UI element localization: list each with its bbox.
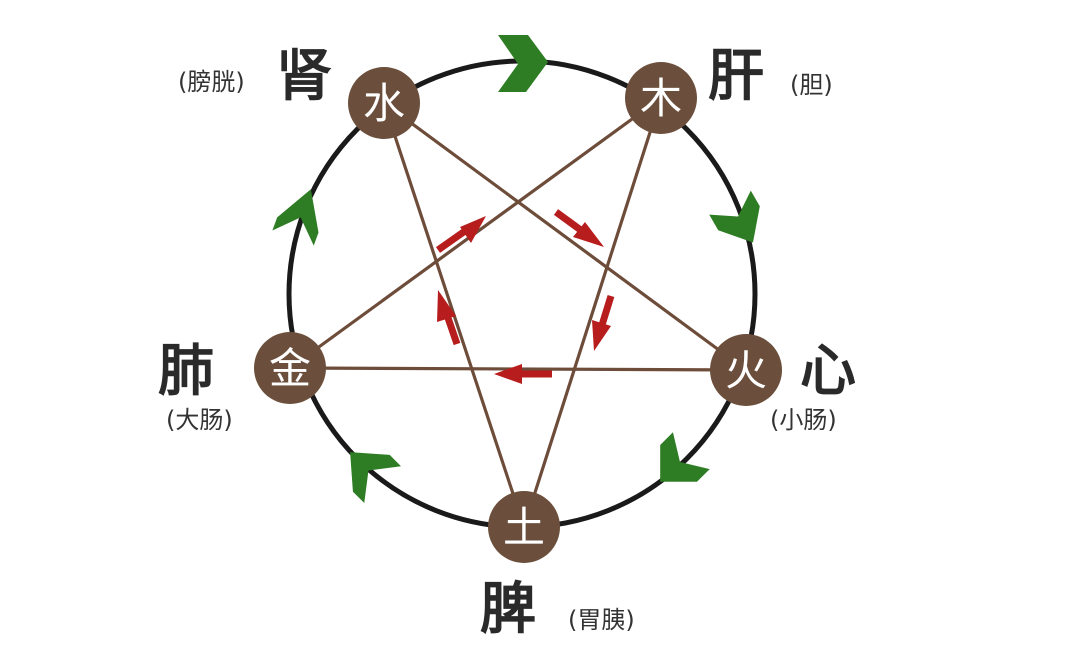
node-water-glyph: 水	[363, 79, 405, 128]
node-fire-glyph: 火	[725, 346, 767, 395]
organ-label-lung: 肺	[158, 338, 214, 404]
green-chevron-water-to-wood	[498, 35, 548, 92]
node-metal-glyph: 金	[269, 344, 311, 393]
red-arrow-earth-to-water	[437, 290, 461, 346]
red-arrow-water-to-fire	[553, 209, 604, 247]
paired-label-gallbladder: (胆)	[790, 71, 833, 99]
green-chevron-metal-to-water	[272, 189, 319, 246]
red-arrow-metal-to-wood	[435, 216, 486, 253]
node-earth: 土	[488, 491, 560, 563]
node-wood-glyph: 木	[640, 74, 682, 123]
organ-label-kidney: 肾	[276, 43, 332, 109]
green-chevron-earth-to-metal	[350, 452, 402, 504]
node-metal: 金	[254, 332, 326, 404]
line-water-fire	[383, 101, 747, 372]
generating-arrows	[272, 35, 760, 504]
node-water: 水	[348, 67, 420, 139]
organ-label-spleen: 脾	[480, 576, 536, 642]
node-wood: 木	[625, 62, 697, 134]
green-chevron-wood-to-fire	[709, 190, 760, 243]
paired-label-bladder: (膀胱)	[178, 68, 245, 96]
green-chevron-fire-to-earth	[660, 432, 710, 482]
red-arrow-wood-to-earth	[592, 294, 615, 351]
node-fire: 火	[710, 334, 782, 406]
organ-label-heart: 心	[800, 338, 856, 404]
paired-label-small-intestine: (小肠)	[770, 406, 837, 434]
red-arrow-fire-to-metal	[494, 364, 552, 384]
controlling-arrows	[435, 209, 615, 384]
paired-label-stomach-pancreas: (胃胰)	[568, 606, 635, 634]
organ-label-liver: 肝	[708, 43, 764, 109]
line-wood-earth	[522, 97, 663, 528]
node-earth-glyph: 土	[503, 503, 545, 552]
paired-label-large-intestine: (大肠)	[166, 406, 233, 434]
